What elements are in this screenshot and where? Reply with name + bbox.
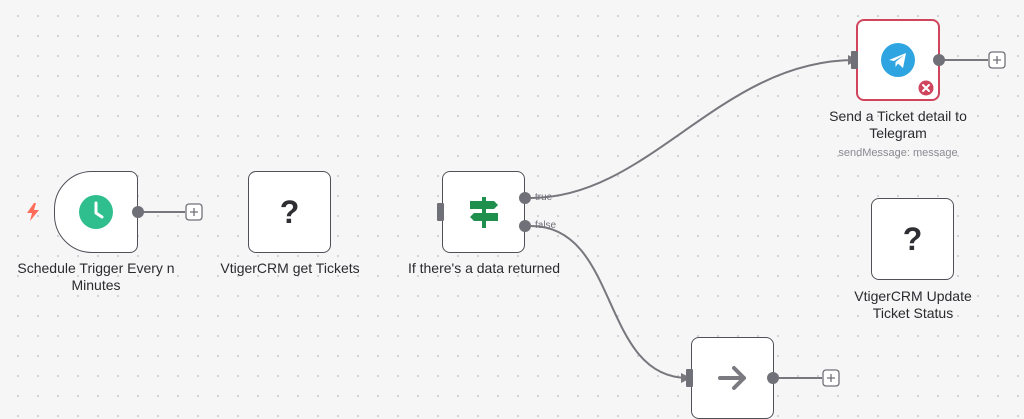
- add-node-button[interactable]: [988, 51, 1006, 69]
- noop-node[interactable]: [691, 337, 774, 419]
- output-handle[interactable]: [932, 53, 946, 67]
- error-badge-icon: [918, 80, 934, 96]
- telegram-node-label: Send a Ticket detail to Telegram: [829, 108, 967, 141]
- signpost-icon: [469, 197, 498, 228]
- input-handle[interactable]: [851, 51, 859, 69]
- output-handle[interactable]: [766, 371, 780, 385]
- telegram-node-sublabel: sendMessage: message: [838, 147, 958, 159]
- edge-if-false-to-noop[interactable]: [530, 225, 689, 379]
- output-handle-true[interactable]: [518, 191, 532, 205]
- vtiger-update-node[interactable]: ?: [871, 198, 954, 280]
- trigger-bolt-icon: [27, 203, 39, 221]
- output-label-false: false: [535, 220, 557, 231]
- output-label-true: true: [535, 192, 553, 203]
- edge-if-true-to-telegram[interactable]: [530, 59, 856, 199]
- schedule-trigger-label: Schedule Trigger Every n Minutes: [17, 260, 175, 293]
- telegram-icon: [881, 43, 915, 77]
- output-handle[interactable]: [131, 205, 145, 219]
- clock-icon: [79, 195, 113, 229]
- output-handle-false[interactable]: [518, 219, 532, 233]
- if-node-label: If there's a data returned: [407, 260, 561, 276]
- question-icon: ?: [279, 193, 300, 230]
- question-icon: ?: [902, 220, 923, 257]
- add-node-button[interactable]: [185, 203, 203, 221]
- input-handle[interactable]: [437, 203, 445, 221]
- vtiger-get-tickets-node[interactable]: ?: [248, 171, 331, 253]
- vtiger-update-label: VtigerCRM Update Ticket Status: [854, 288, 972, 321]
- if-node[interactable]: [442, 171, 525, 253]
- vtiger-get-tickets-label: VtigerCRM get Tickets: [220, 260, 360, 276]
- arrow-right-icon: [717, 366, 746, 390]
- add-node-button[interactable]: [822, 369, 840, 387]
- input-handle[interactable]: [686, 369, 694, 387]
- schedule-trigger-node[interactable]: [54, 171, 138, 253]
